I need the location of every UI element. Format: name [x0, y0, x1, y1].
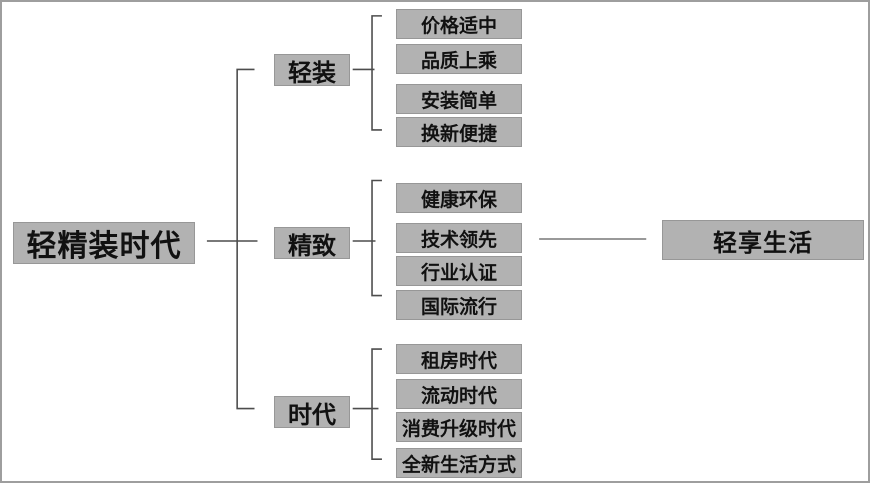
- leaf-node: 流动时代: [396, 379, 522, 409]
- branch-node-3: 时代: [274, 396, 350, 429]
- leaf-node: 国际流行: [396, 290, 522, 320]
- branch-node-2: 精致: [274, 227, 350, 260]
- leaf-node: 价格适中: [396, 9, 522, 39]
- spine-bracket-line: [236, 68, 255, 410]
- leaf-node: 品质上乘: [396, 44, 522, 74]
- leaf-node: 健康环保: [396, 183, 522, 213]
- leaf-node: 行业认证: [396, 256, 522, 286]
- leaf-node: 换新便捷: [396, 117, 522, 147]
- group1-bracket-line: [371, 15, 382, 131]
- branch-node-1: 轻装: [274, 54, 350, 87]
- leaf-node: 全新生活方式: [396, 448, 522, 478]
- outcome-node: 轻享生活: [662, 220, 864, 260]
- group2-bracket-line: [371, 179, 382, 297]
- group3-bracket-line: [371, 348, 382, 460]
- leaf-node: 消费升级时代: [396, 412, 522, 442]
- leaf-node: 技术领先: [396, 223, 522, 253]
- leaf-node: 安装简单: [396, 84, 522, 114]
- leaf-node: 租房时代: [396, 344, 522, 374]
- root-node: 轻精装时代: [13, 222, 195, 264]
